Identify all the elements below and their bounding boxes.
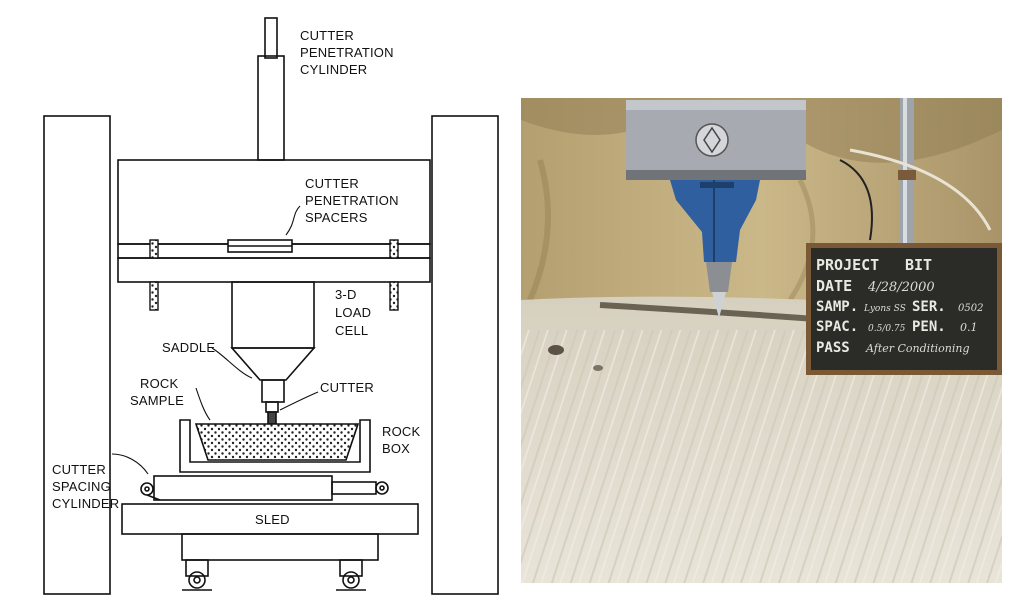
label-spacing-cylinder: CUTTER SPACING CYLINDER: [52, 462, 119, 511]
slate-date-label: DATE: [816, 277, 852, 295]
slate-date-value: 4/28/2000: [867, 280, 935, 295]
guide-bolts: [149, 239, 399, 311]
slate-spac-label: SPAC.: [816, 319, 858, 335]
left-column: [43, 115, 111, 595]
load-cell: [231, 281, 315, 349]
label-rock-sample: ROCK SAMPLE: [130, 376, 184, 408]
cutter-holder: [265, 401, 279, 413]
lower-plate: [117, 257, 431, 283]
chalk-slate: PROJECT BIT DATE 4/28/2000 SAMP. Lyons S…: [806, 243, 1002, 375]
penetration-cylinder-body: [257, 55, 285, 161]
slate-ser-label: SER.: [912, 299, 946, 315]
slate-pen-label: PEN.: [912, 319, 946, 335]
slate-samp-label: SAMP.: [816, 299, 858, 315]
schematic-labels: CUTTER PENETRATION CYLINDER CUTTER PENET…: [52, 28, 424, 527]
saddle: [230, 347, 316, 381]
cutter-tip: [267, 411, 277, 425]
label-cutter: CUTTER: [320, 380, 374, 395]
rock-sample: [194, 423, 360, 461]
saddle-stem: [261, 379, 285, 403]
slate-samp-value: Lyons SS: [863, 304, 906, 314]
label-sled: SLED: [255, 512, 290, 527]
slate-pen-value: 0.1: [960, 321, 978, 334]
slate-pass-label: PASS: [816, 340, 850, 356]
slate-project-value: BIT: [905, 256, 932, 274]
penetration-cylinder-rod: [264, 17, 278, 59]
leader-lines: [111, 205, 319, 475]
slate-ser-value: 0502: [958, 303, 983, 314]
label-penetration-cylinder: CUTTER PENETRATION CYLINDER: [300, 28, 398, 77]
label-saddle: SADDLE: [162, 340, 215, 355]
sled-base: [181, 533, 379, 561]
slate-spac-value: 0.5/0.75: [868, 324, 906, 334]
label-rock-box: ROCK BOX: [382, 424, 424, 456]
slate-pass-value: After Conditioning: [865, 342, 969, 355]
rock-box: [179, 419, 371, 473]
slate-project-label: PROJECT: [816, 256, 879, 274]
spacing-cylinder-rod: [331, 481, 377, 495]
test-photo: PROJECT BIT DATE 4/28/2000 SAMP. Lyons S…: [521, 98, 1002, 583]
label-penetration-spacers: CUTTER PENETRATION SPACERS: [305, 176, 403, 225]
label-load-cell: 3-D LOAD CELL: [335, 287, 375, 338]
spacing-cylinder-body: [153, 475, 333, 501]
rig-schematic: [43, 17, 499, 595]
sled-wheels: [182, 559, 366, 591]
right-column: [431, 115, 499, 595]
